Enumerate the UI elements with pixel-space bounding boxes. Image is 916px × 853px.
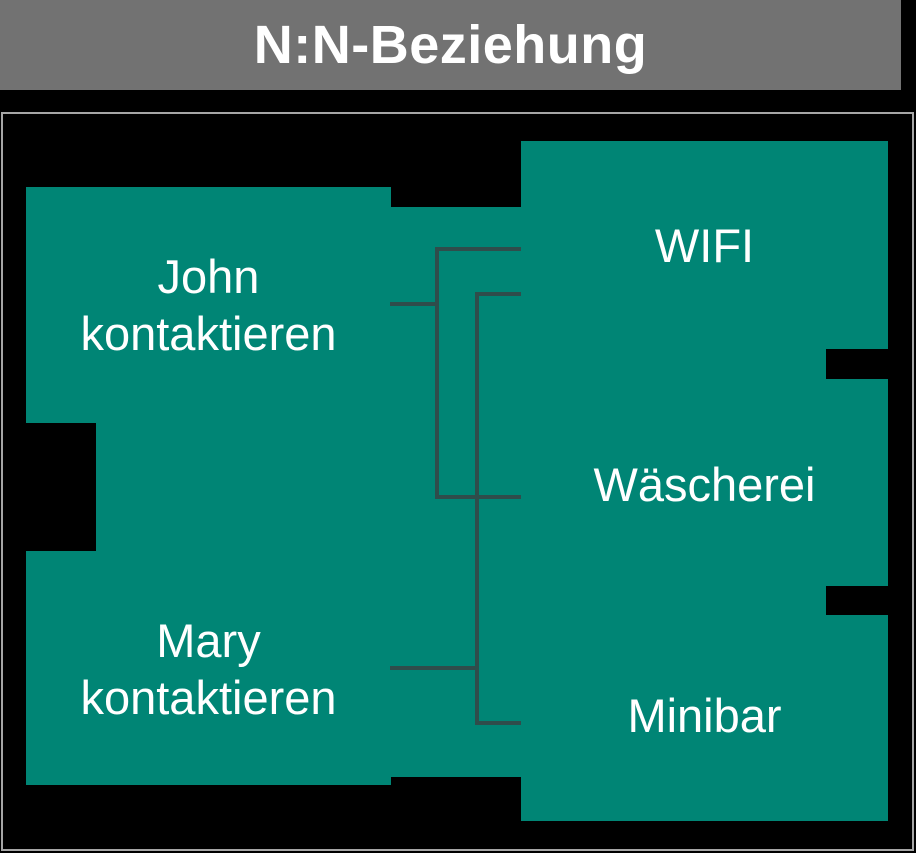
entity-waescherei: Wäscherei: [593, 458, 816, 511]
connector-john-stub: [390, 302, 439, 306]
right-entities-shape: [521, 141, 888, 821]
connector-mary-to-wifi: [475, 292, 521, 296]
diagram-title: N:N-Beziehung: [253, 15, 648, 75]
entity-minibar: Minibar: [627, 689, 782, 742]
cutout-notch-right-lower: [826, 586, 888, 615]
connector-john-vertical: [435, 247, 439, 499]
cutout-notch-right-upper: [826, 349, 888, 379]
cutout-notch-left: [26, 423, 96, 551]
connector-mary-stub: [390, 666, 479, 670]
entity-wifi: WIFI: [654, 219, 755, 272]
entity-john-kontaktieren: John kontaktieren: [80, 250, 337, 360]
connector-john-to-wifi: [435, 247, 521, 251]
connector-mary-to-minibar: [475, 721, 521, 725]
entity-mary-kontaktieren: Mary kontaktieren: [80, 614, 337, 724]
diagram-canvas: John kontaktieren Mary kontaktieren WIFI…: [1, 112, 914, 851]
header-bar: N:N-Beziehung: [0, 0, 901, 90]
connector-mary-vertical: [475, 292, 479, 725]
